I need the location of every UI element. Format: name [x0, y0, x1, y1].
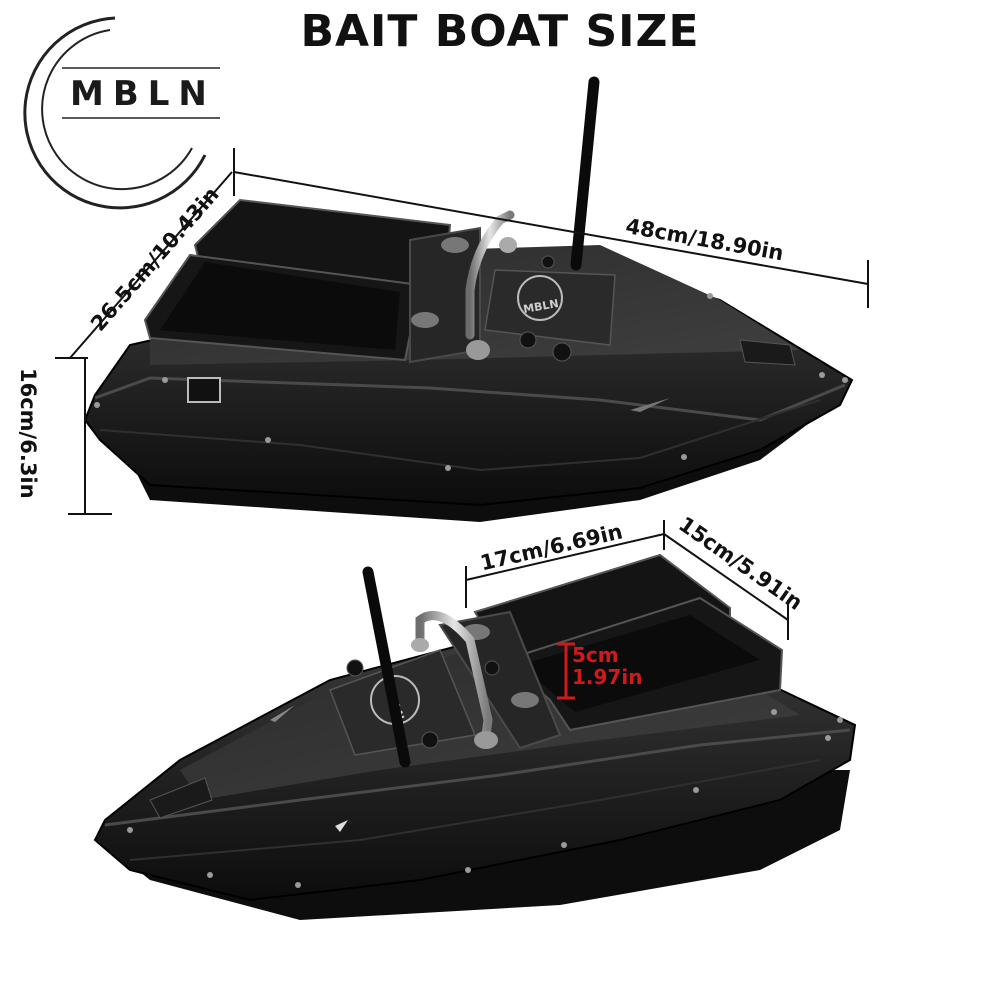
hopper-depth-cm: 5cm	[572, 643, 619, 667]
dimension-lines-bottom	[465, 520, 789, 640]
boat-top: MBLN	[83, 76, 854, 522]
hull-logo-top: MBLN	[522, 297, 559, 316]
depth-marker	[557, 642, 575, 700]
hopper-depth-in: 1.97in	[572, 665, 643, 689]
height-label: 16cm/6.3in	[16, 368, 40, 499]
brand-logo: MBLN	[70, 74, 216, 114]
hopper-depth-label: 5cm 1.97in	[572, 644, 642, 688]
dimension-lines-top	[55, 148, 869, 515]
boat-bottom: MBLN	[93, 553, 857, 920]
page-title: BAIT BOAT SIZE	[300, 6, 700, 57]
logo-mark	[23, 16, 220, 210]
